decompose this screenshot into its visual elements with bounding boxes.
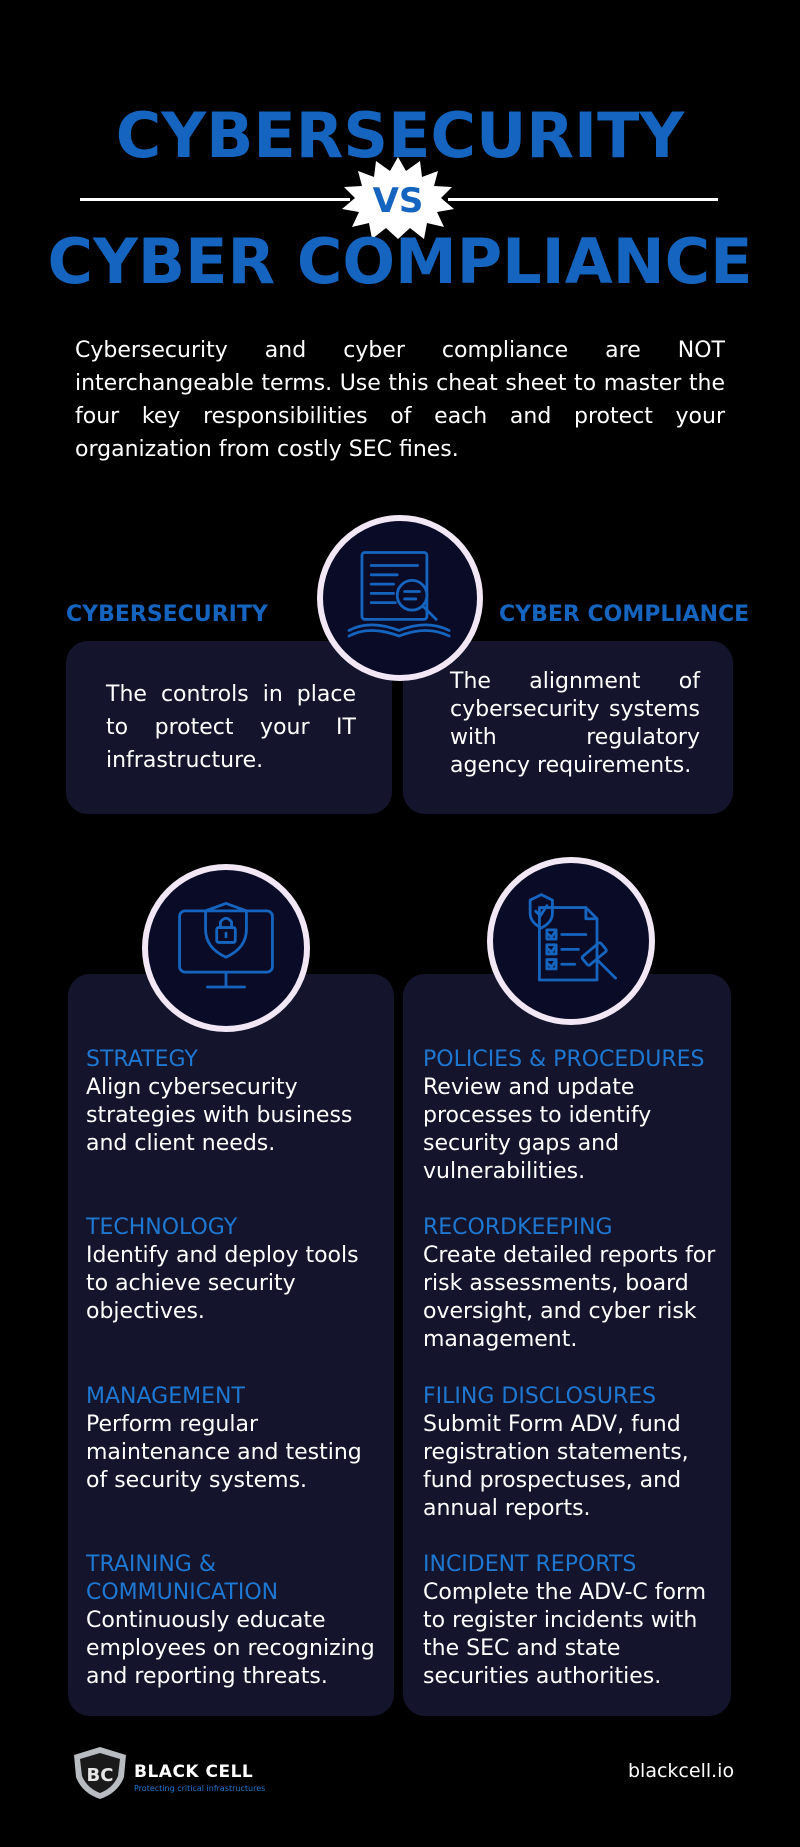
website-link[interactable]: blackcell.io [628, 1760, 735, 1782]
item-body: Align cybersecurity strategies with busi… [86, 1075, 353, 1156]
item-title: FILING DISCLOSURES [423, 1384, 657, 1409]
definition-card-compliance: The alignment of cybersecurity systems w… [403, 641, 733, 814]
list-item: STRATEGY Align cybersecurity strategies … [86, 1046, 386, 1158]
brand-name: BLACK CELL [134, 1762, 254, 1782]
shield-lock-monitor-icon [178, 902, 274, 989]
item-body: Continuously educate employees on recogn… [86, 1608, 375, 1689]
item-body: Perform regular maintenance and testing … [86, 1412, 362, 1493]
item-title: POLICIES & PROCEDURES [423, 1047, 705, 1072]
black-cell-logo-icon: BC [74, 1747, 126, 1799]
vs-badge: VS [340, 155, 456, 241]
list-item: TECHNOLOGY Identify and deploy tools to … [86, 1214, 386, 1326]
item-title: RECORDKEEPING [423, 1215, 613, 1240]
list-item: INCIDENT REPORTS Complete the ADV-C form… [423, 1551, 723, 1691]
vs-text: VS [373, 181, 424, 221]
item-title: MANAGEMENT [86, 1384, 245, 1409]
item-title: TRAINING & COMMUNICATION [86, 1552, 279, 1605]
vs-burst-icon: VS [342, 157, 454, 239]
compliance-checklist-circle [487, 857, 655, 1025]
item-title: STRATEGY [86, 1047, 198, 1072]
logo-monogram: BC [87, 1765, 114, 1786]
item-body: Identify and deploy tools to achieve sec… [86, 1243, 359, 1324]
black-cell-logo: BC [70, 1745, 130, 1801]
list-item: MANAGEMENT Perform regular maintenance a… [86, 1383, 386, 1495]
item-body: Submit Form ADV, fund registration state… [423, 1412, 689, 1521]
item-body: Complete the ADV-C form to register inci… [423, 1580, 707, 1689]
security-monitor-circle [142, 864, 310, 1032]
title-cyber-compliance: CYBER COMPLIANCE [47, 225, 753, 298]
intro-paragraph: Cybersecurity and cyber compliance are N… [75, 338, 725, 462]
divider-left [80, 198, 350, 201]
label-cybersecurity: CYBERSECURITY [66, 602, 268, 627]
item-title: TECHNOLOGY [86, 1215, 238, 1240]
item-body: Review and update processes to identify … [423, 1075, 652, 1184]
brand-tagline: Protecting critical infrastructures [134, 1784, 266, 1793]
document-search-circle [317, 515, 483, 681]
divider-right [448, 198, 718, 201]
item-body: Create detailed reports for risk assessm… [423, 1243, 716, 1352]
list-item: POLICIES & PROCEDURES Review and update … [423, 1046, 723, 1186]
list-item: RECORDKEEPING Create detailed reports fo… [423, 1214, 723, 1354]
title-cybersecurity: CYBERSECURITY [115, 99, 685, 172]
cybersecurity-column: STRATEGY Align cybersecurity strategies … [68, 974, 394, 1716]
definition-compliance: The alignment of cybersecurity systems w… [450, 669, 700, 778]
label-cyber-compliance: CYBER COMPLIANCE [499, 602, 750, 627]
list-item: FILING DISCLOSURES Submit Form ADV, fund… [423, 1383, 723, 1523]
checklist-gavel-icon [528, 893, 617, 982]
definition-cybersecurity: The controls in place to protect your IT… [106, 682, 356, 773]
document-search-icon [347, 551, 451, 638]
item-title: INCIDENT REPORTS [423, 1552, 637, 1577]
compliance-column: POLICIES & PROCEDURES Review and update … [403, 974, 731, 1716]
definition-card-cybersecurity: The controls in place to protect your IT… [66, 641, 392, 814]
list-item: TRAINING & COMMUNICATION Continuously ed… [86, 1551, 375, 1691]
